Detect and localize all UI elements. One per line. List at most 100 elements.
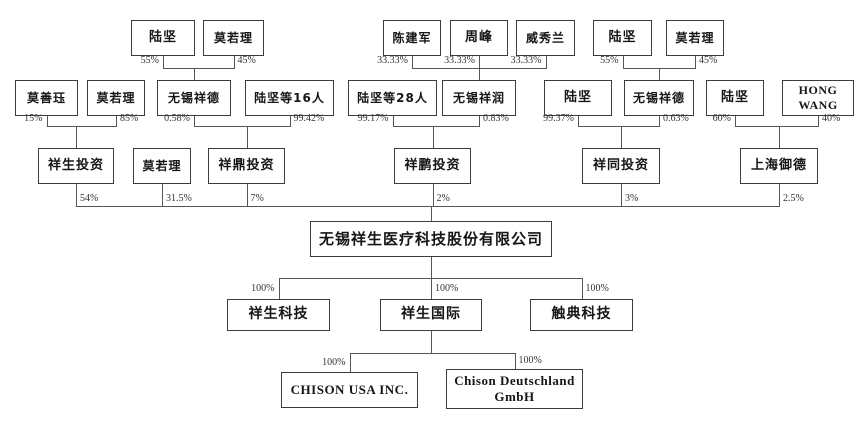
org-node-wxxd2: 无锡祥德 [624, 80, 694, 116]
connector-bus [622, 68, 696, 69]
org-node-usa: CHISON USA INC. [281, 372, 418, 408]
connector-stub [479, 116, 480, 126]
connector-stub [432, 184, 434, 206]
ownership-percent: 2% [436, 193, 450, 204]
connector-stub [735, 116, 736, 126]
connector-drop [278, 278, 280, 299]
org-node-label-lj6: 陆坚 [720, 89, 749, 105]
org-node-label-hw: HONG WANG [798, 83, 838, 112]
org-node-label-wxxr: 无锡祥润 [452, 90, 505, 105]
connector-drop [431, 278, 432, 299]
org-node-lj4: 陆坚 [593, 20, 652, 56]
connector-drop [194, 68, 195, 80]
connector-bus [412, 68, 547, 69]
connector-bus [392, 126, 480, 127]
org-node-wxxr: 无锡祥润 [442, 80, 516, 116]
connector-drop [779, 126, 780, 148]
connector-drop [581, 278, 583, 299]
ownership-percent: 99.42% [293, 113, 325, 124]
org-node-label-xsinv: 祥生投资 [47, 157, 104, 173]
ownership-percent: 0.83% [483, 113, 509, 124]
org-node-hw: HONG WANG [782, 80, 854, 116]
org-node-label-xd: 祥鼎投资 [218, 157, 275, 173]
connector-stub [194, 116, 195, 126]
org-node-label-cjj: 陈建军 [392, 30, 432, 45]
connector-drop [659, 68, 660, 80]
org-node-label-mrl2: 莫若理 [96, 90, 136, 105]
org-node-mrl4: 莫若理 [666, 20, 724, 56]
org-node-label-mrl3: 莫若理 [142, 158, 182, 173]
connector-stub [246, 184, 248, 206]
ownership-percent: 100% [585, 283, 609, 294]
org-node-xsgj: 祥生国际 [380, 299, 482, 331]
org-node-label-xsgj: 祥生国际 [401, 306, 461, 323]
org-node-xskj: 祥生科技 [227, 299, 330, 331]
connector-stub [818, 116, 819, 126]
ownership-percent: 45% [237, 55, 256, 66]
connector-stub [659, 116, 660, 126]
org-node-label-mrl1: 莫若理 [213, 30, 253, 45]
org-node-wxxd1: 无锡祥德 [157, 80, 231, 116]
org-node-xt: 祥同投资 [582, 148, 660, 184]
org-node-label-msy: 莫善珏 [26, 90, 66, 105]
org-node-cdkj: 触典科技 [530, 299, 633, 331]
ownership-percent: 2.5% [783, 193, 804, 204]
org-node-msy: 莫善珏 [15, 80, 78, 116]
ownership-percent: 55% [600, 55, 619, 66]
connector-stub [695, 56, 696, 68]
ownership-percent: 60% [712, 113, 731, 124]
connector-stub [233, 56, 235, 68]
connector-bus [349, 353, 516, 354]
ownership-percent: 100% [435, 283, 459, 294]
connector-stub [76, 184, 77, 206]
ownership-percent: 31.5% [166, 193, 192, 204]
connector-drop [76, 126, 77, 148]
ownership-percent: 85% [120, 113, 139, 124]
connector-stub [622, 56, 624, 68]
ownership-percent: 100% [322, 357, 346, 368]
connector-drop [349, 353, 351, 372]
org-node-lj28: 陆坚等28人 [348, 80, 437, 116]
connector-bus [735, 126, 819, 127]
org-node-mrl2: 莫若理 [87, 80, 145, 116]
connector-drop [479, 68, 480, 80]
ownership-percent: 0.58% [164, 113, 190, 124]
org-node-lj5: 陆坚 [544, 80, 612, 116]
ownership-percent: 45% [699, 55, 718, 66]
org-node-main: 无锡祥生医疗科技股份有限公司 [310, 221, 552, 257]
connector-stub [779, 184, 780, 206]
connector-stub [392, 116, 394, 126]
org-node-lj1: 陆坚 [131, 20, 195, 56]
org-node-label-xskj: 祥生科技 [248, 306, 309, 323]
connector-bus [76, 206, 780, 207]
connector-bus [194, 126, 291, 127]
org-node-de: Chison Deutschland GmbH [446, 369, 583, 409]
org-node-label-xp: 祥鹏投资 [404, 157, 461, 173]
org-node-zf: 周峰 [450, 20, 508, 56]
org-node-xd: 祥鼎投资 [208, 148, 285, 184]
org-node-mrl3: 莫若理 [133, 148, 191, 184]
ownership-percent: 7% [250, 193, 264, 204]
connector-stub [621, 184, 622, 206]
ownership-percent: 40% [822, 113, 841, 124]
org-node-cjj: 陈建军 [383, 20, 441, 56]
org-node-lj6: 陆坚 [706, 80, 764, 116]
connector-stub [289, 116, 291, 126]
org-node-lj16: 陆坚等16人 [245, 80, 334, 116]
ownership-percent: 99.17% [357, 113, 389, 124]
ownership-percent: 0.63% [663, 113, 689, 124]
org-node-xsinv: 祥生投资 [38, 148, 114, 184]
org-node-label-qxl: 威秀兰 [525, 30, 565, 45]
connector-stub [163, 56, 164, 68]
org-node-mrl1: 莫若理 [203, 20, 264, 56]
connector-stub [578, 116, 579, 126]
org-node-label-lj4: 陆坚 [608, 29, 637, 45]
org-node-label-wxxd1: 无锡祥德 [167, 90, 220, 105]
connector-stub [162, 184, 163, 206]
ownership-percent: 15% [24, 113, 43, 124]
connector-stub [116, 116, 117, 126]
connector-stub [431, 331, 432, 353]
connector-stub [545, 56, 547, 68]
connector-stub [431, 257, 432, 278]
